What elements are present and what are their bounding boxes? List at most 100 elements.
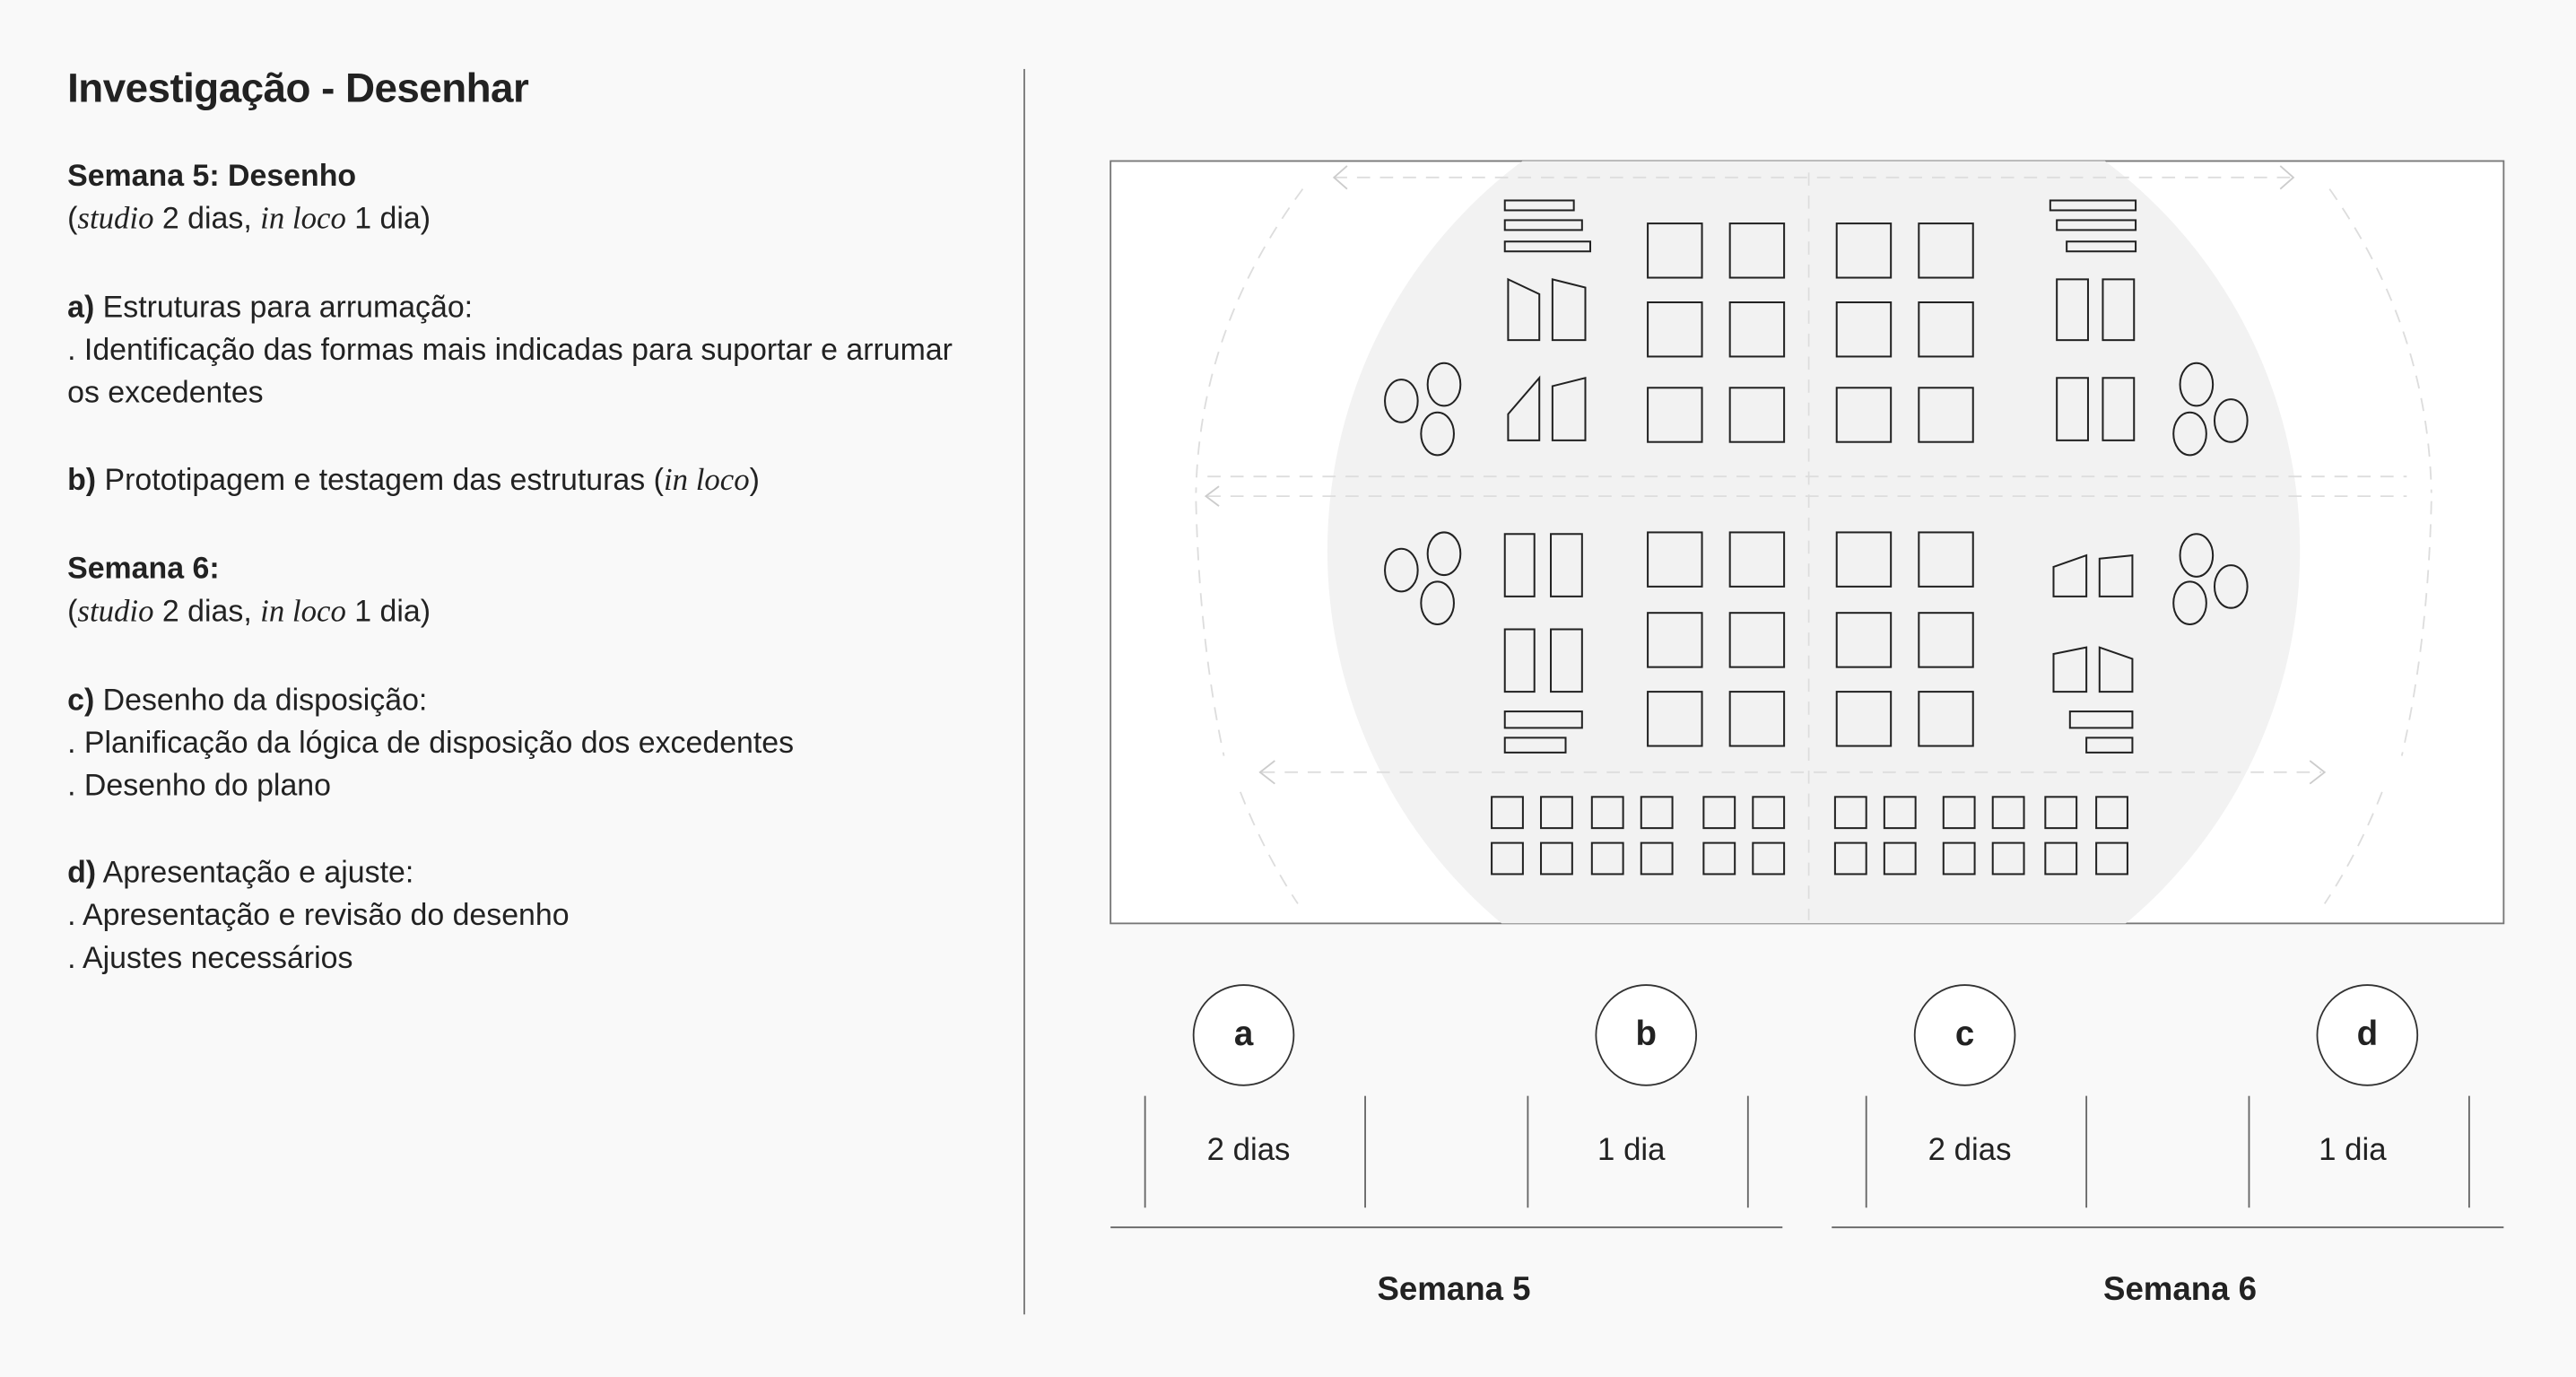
plank	[1503, 710, 1583, 729]
storage-box	[1728, 612, 1786, 668]
round-container	[1426, 362, 1462, 407]
upright	[1550, 533, 1583, 597]
item-b: b) Prototipagem e testagem das estrutura…	[67, 458, 988, 503]
duration-a: 2 dias	[1206, 1133, 1291, 1169]
text: studio	[77, 202, 154, 238]
small-box	[1991, 841, 2025, 876]
storage-structures	[1384, 199, 2249, 876]
round-container	[2213, 398, 2249, 443]
upright	[1503, 533, 1536, 597]
small-box	[1702, 841, 1736, 876]
small-box	[1590, 841, 1624, 876]
small-box	[1540, 841, 1573, 876]
round-container	[2172, 411, 2207, 457]
small-box	[1491, 841, 1524, 876]
small-box	[2095, 841, 2128, 876]
divider	[1023, 68, 1025, 1315]
week6-section: Semana 6: (studio 2 dias, in loco 1 dia)	[67, 546, 988, 634]
item-letter: b)	[67, 461, 97, 497]
round-container	[1420, 411, 1455, 457]
round-container	[1420, 580, 1455, 626]
upright	[1503, 628, 1536, 693]
angled-shelf	[2052, 553, 2088, 597]
upright	[1550, 628, 1583, 693]
storage-box	[1918, 387, 1974, 443]
item-line: . Ajustes necessários	[67, 940, 353, 975]
item-label: Apresentação e ajuste:	[96, 853, 414, 889]
text: 2 dias,	[153, 593, 261, 628]
small-box	[2044, 796, 2078, 830]
round-container	[1426, 531, 1462, 577]
small-box	[1640, 796, 1674, 830]
plank	[2066, 240, 2137, 253]
item-line: . Desenho do plano	[67, 767, 332, 803]
storage-box	[1728, 387, 1786, 443]
angled-shelf	[2052, 646, 2088, 693]
storage-box	[1835, 531, 1893, 588]
round-container	[2172, 580, 2207, 626]
angled-shelf	[1551, 376, 1587, 441]
angled-shelf	[1507, 375, 1541, 441]
storage-box	[1918, 301, 1974, 358]
text: 1 dia)	[345, 593, 431, 628]
storage-box	[1647, 691, 1703, 747]
round-container	[2179, 533, 2215, 578]
small-box	[1942, 841, 1976, 876]
plank	[1503, 736, 1567, 754]
storage-box	[1918, 531, 1974, 588]
small-box	[1640, 841, 1674, 876]
item-letter: a)	[67, 289, 95, 324]
plank	[2056, 219, 2137, 231]
storage-box	[1835, 691, 1893, 747]
small-box	[1942, 796, 1976, 830]
storage-box	[1918, 612, 1974, 668]
storage-box	[1728, 222, 1786, 279]
phase-c-marker: c	[1913, 984, 2016, 1086]
small-box	[1883, 796, 1917, 830]
item-line: . Apresentação e revisão do desenho	[67, 897, 570, 932]
item-d: d) Apresentação e ajuste:. Apresentação …	[67, 850, 988, 980]
storage-box	[1728, 301, 1786, 358]
item-label: Estruturas para arrumação:	[94, 289, 474, 324]
round-container	[2213, 564, 2249, 609]
round-container	[1384, 547, 1419, 593]
item-a: a) Estruturas para arrumação: . Identific…	[67, 285, 988, 414]
upright	[2102, 278, 2136, 342]
storage-box	[1835, 387, 1893, 443]
small-box	[1702, 796, 1736, 830]
plank	[2049, 199, 2137, 212]
text: in loco	[260, 594, 346, 630]
item-label: Prototipagem e testagem das estruturas (	[96, 461, 664, 497]
small-box	[1491, 796, 1524, 830]
small-box	[1833, 796, 1867, 830]
round-container	[2179, 362, 2215, 407]
upright	[2056, 377, 2089, 441]
plank	[2085, 736, 2134, 754]
phase-d-marker: d	[2316, 984, 2419, 1086]
duration-d: 1 dia	[2319, 1133, 2387, 1169]
week5-label: Semana 5	[1377, 1271, 1531, 1308]
item-line: . Planificação da lógica de disposição d…	[67, 724, 795, 759]
description: Semana 5: Desenho (studio 2 dias, in loc…	[67, 154, 988, 1024]
small-box	[2095, 796, 2128, 830]
storage-box	[1835, 222, 1893, 279]
plank	[1503, 219, 1583, 231]
angled-shelf	[2098, 646, 2134, 693]
flow-arrows	[1195, 172, 2432, 920]
upright	[2056, 278, 2089, 342]
text: in loco	[260, 202, 346, 238]
work-area-circle	[1327, 161, 2301, 924]
text: 1 dia)	[345, 200, 431, 236]
phase-b-marker: b	[1595, 984, 1698, 1086]
plank	[1503, 199, 1575, 212]
item-line: . Identificação das formas mais indicada…	[67, 332, 953, 410]
plank	[1503, 240, 1591, 253]
item-label: Desenho da disposição:	[94, 681, 428, 716]
item-letter: c)	[67, 681, 95, 716]
storage-box	[1835, 612, 1893, 668]
small-box	[1540, 796, 1573, 830]
text: in loco	[663, 463, 750, 499]
small-box	[1883, 841, 1917, 876]
small-box	[1752, 841, 1786, 876]
